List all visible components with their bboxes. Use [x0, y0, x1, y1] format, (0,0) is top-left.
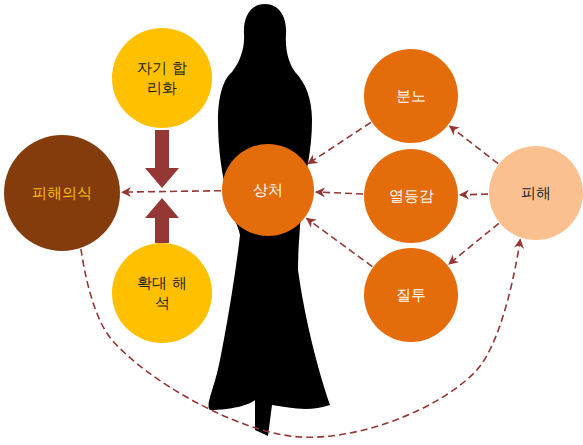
- node-label: 열등감: [389, 186, 434, 206]
- pressure-arrow: [145, 130, 179, 188]
- dashed-arrow: [81, 239, 520, 437]
- circle-node: 분노: [364, 49, 458, 143]
- circle-node: 상처: [222, 144, 314, 236]
- pressure-arrow: [145, 198, 179, 243]
- node-label: 상처: [253, 180, 283, 200]
- circle-node: 열등감: [364, 149, 458, 243]
- dashed-arrow: [308, 122, 371, 163]
- circle-node: 질투: [364, 248, 458, 342]
- circle-fill: [364, 49, 458, 143]
- dashed-arrow: [449, 223, 499, 264]
- circle-fill: [112, 243, 212, 343]
- node-label: 확대 해석: [132, 273, 192, 313]
- circle-node: 자기 합리화: [112, 28, 212, 128]
- dashed-arrow: [460, 193, 488, 195]
- dashed-arrow: [122, 191, 221, 192]
- circle-fill: [364, 149, 458, 243]
- node-label: 피해: [521, 183, 551, 203]
- circle-fill: [364, 248, 458, 342]
- circle-shape: [112, 28, 212, 128]
- circle-shape: [112, 243, 212, 343]
- circle-node: 피해: [489, 146, 583, 240]
- node-label: 자기 합리화: [132, 58, 192, 98]
- dashed-arrow: [450, 126, 498, 164]
- dashed-arrow: [307, 218, 373, 266]
- node-label: 분노: [396, 86, 426, 106]
- woman-silhouette: [209, 4, 330, 436]
- circle-fill: [4, 135, 120, 251]
- circle-fill: [112, 28, 212, 128]
- dashed-arrow: [316, 192, 363, 194]
- circle-fill: [489, 146, 583, 240]
- node-label: 피해의식: [32, 183, 92, 203]
- circle-node: 확대 해석: [112, 243, 212, 343]
- circle-node: 피해의식: [4, 135, 120, 251]
- node-label: 질투: [396, 285, 426, 305]
- circle-fill: [222, 144, 314, 236]
